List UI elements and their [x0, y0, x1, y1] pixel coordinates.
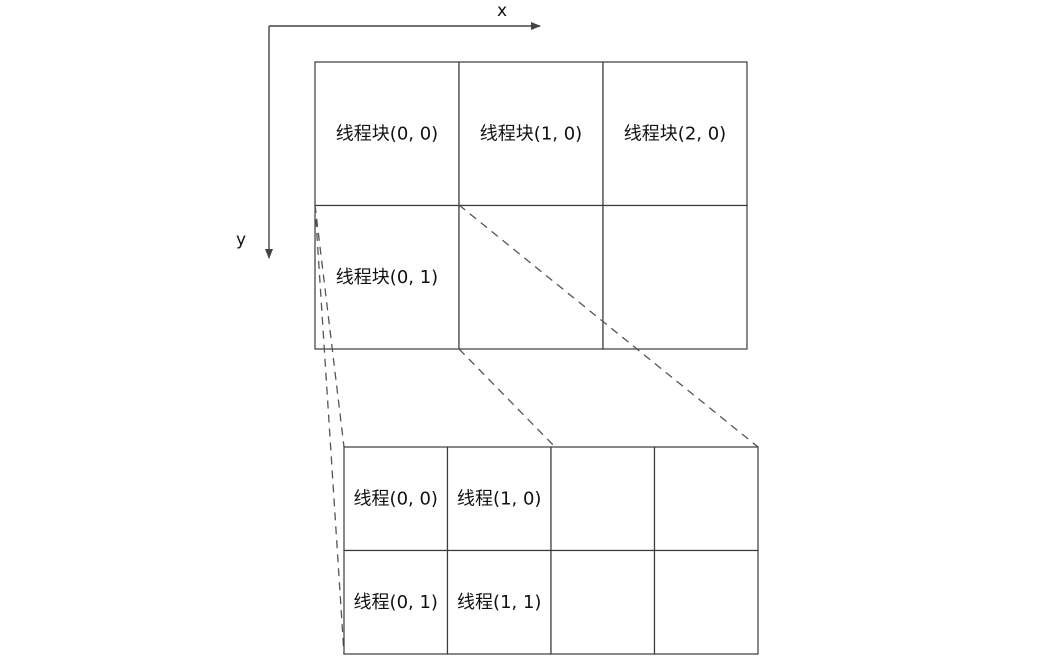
- thread-block-grid: 线程块(0, 0) 线程块(1, 0) 线程块(2, 0) 线程块(0, 1): [314, 61, 748, 350]
- thread-cell-2-0: [550, 446, 656, 552]
- thread-block-label-0-0: 线程块(0, 0): [336, 123, 438, 144]
- thread-block-label-2-0: 线程块(2, 0): [624, 123, 726, 144]
- zoom-line-left-inner: [314, 204, 345, 448]
- thread-label-1-1: 线程(1, 1): [457, 592, 541, 613]
- x-axis-label: x: [497, 1, 507, 21]
- thread-cell-3-0: [653, 446, 759, 552]
- thread-block-cell-0-1: [314, 204, 460, 350]
- thread-cell-0-1: [343, 549, 449, 655]
- thread-label-0-1: 线程(0, 1): [354, 592, 438, 613]
- y-axis-label: y: [236, 230, 246, 250]
- thread-block-detail: 线程(0, 0) 线程(1, 0) 线程(0, 1) 线程(1, 1): [343, 446, 759, 655]
- thread-cell-1-1: [446, 549, 552, 655]
- thread-block-cell-2-0: [602, 61, 748, 207]
- thread-label-0-0: 线程(0, 0): [354, 488, 438, 509]
- thread-block-cell-2-1: [602, 204, 748, 350]
- thread-block-label-1-0: 线程块(1, 0): [480, 123, 582, 144]
- thread-block-cell-0-0: [314, 61, 460, 207]
- zoom-line-left-outer: [314, 204, 345, 655]
- thread-block-label-0-1: 线程块(0, 1): [336, 267, 438, 288]
- axes: x y: [236, 1, 541, 259]
- thread-cell-3-1: [653, 549, 759, 655]
- thread-cell-2-1: [550, 549, 656, 655]
- thread-block-cell-1-1: [458, 204, 604, 350]
- thread-label-1-0: 线程(1, 0): [457, 488, 541, 509]
